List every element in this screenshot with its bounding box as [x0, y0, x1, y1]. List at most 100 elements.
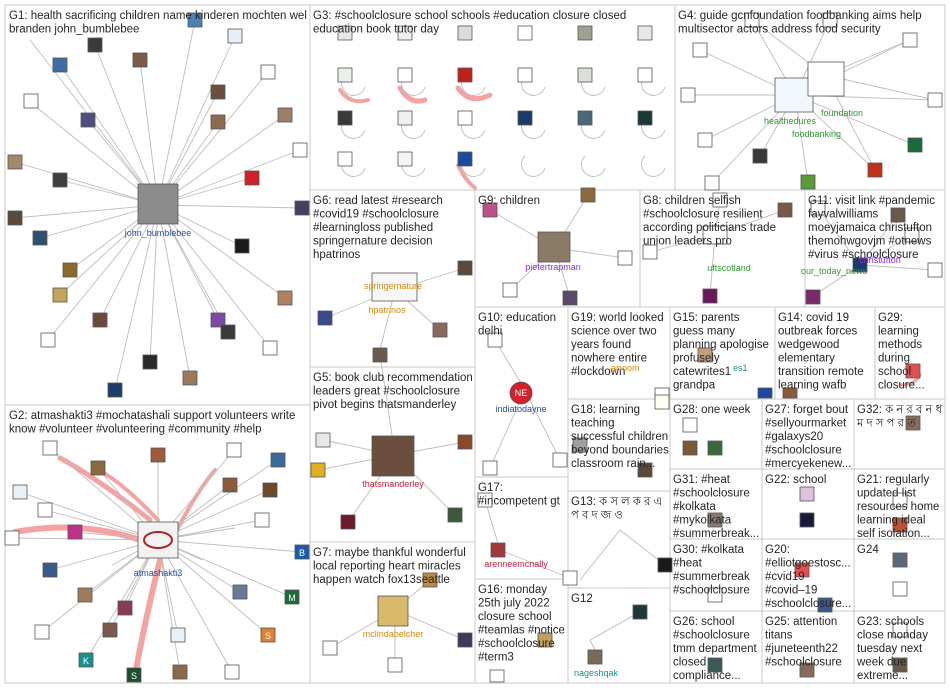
avatar-node[interactable] [372, 347, 388, 363]
avatar-node[interactable] [822, 12, 838, 28]
avatar-node[interactable] [34, 624, 50, 640]
avatar-node[interactable] [337, 25, 353, 41]
avatar-node[interactable] [292, 142, 308, 158]
avatar-node[interactable] [704, 175, 720, 191]
avatar-node[interactable] [310, 462, 326, 478]
avatar-node[interactable] [562, 570, 578, 586]
avatar-node[interactable] [80, 112, 96, 128]
avatar-node[interactable] [77, 587, 93, 603]
avatar-node[interactable] [142, 354, 158, 370]
avatar-node[interactable] [799, 512, 815, 528]
avatar-node[interactable] [632, 604, 648, 620]
avatar-node[interactable] [817, 597, 833, 613]
avatar-node[interactable] [800, 174, 816, 190]
avatar-node[interactable] [752, 148, 768, 164]
avatar-node[interactable] [232, 584, 248, 600]
avatar-node[interactable] [12, 484, 28, 500]
avatar-node[interactable] [757, 387, 773, 399]
avatar-node[interactable] [905, 415, 921, 431]
avatar-node[interactable] [262, 482, 278, 498]
avatar-node[interactable] [517, 67, 533, 83]
avatar-node[interactable] [294, 544, 310, 560]
avatar-node[interactable] [902, 32, 918, 48]
avatar-node[interactable] [654, 394, 670, 410]
avatar-node[interactable] [210, 114, 226, 130]
avatar-node[interactable] [744, 12, 760, 28]
avatar-node[interactable] [432, 322, 448, 338]
avatar-node[interactable] [117, 600, 133, 616]
avatar-node[interactable] [254, 512, 270, 528]
avatar-node[interactable] [577, 25, 593, 41]
avatar-node[interactable] [682, 440, 698, 456]
avatar-node[interactable] [294, 200, 310, 216]
avatar-node[interactable] [707, 657, 723, 673]
avatar-node[interactable] [517, 25, 533, 41]
avatar-node[interactable] [502, 282, 518, 298]
avatar-node[interactable] [537, 632, 553, 648]
avatar-node[interactable] [340, 514, 356, 530]
avatar-node[interactable] [810, 200, 826, 216]
avatar-node[interactable] [867, 162, 883, 178]
avatar-node[interactable] [107, 382, 123, 398]
avatar-node[interactable] [397, 110, 413, 126]
avatar-node[interactable] [337, 67, 353, 83]
avatar-node[interactable] [170, 627, 186, 643]
avatar-node[interactable] [172, 664, 188, 680]
avatar-node[interactable] [642, 244, 658, 260]
avatar-node[interactable] [487, 332, 503, 348]
avatar-node[interactable] [32, 230, 48, 246]
avatar-node[interactable] [397, 151, 413, 167]
avatar-node[interactable] [284, 589, 300, 605]
avatar-node[interactable] [40, 332, 56, 348]
avatar-node[interactable] [244, 170, 260, 186]
avatar-node[interactable] [477, 492, 493, 508]
avatar-node[interactable] [482, 460, 498, 476]
avatar-node[interactable] [490, 542, 506, 558]
avatar-node[interactable] [457, 434, 473, 450]
avatar-node[interactable] [260, 627, 276, 643]
hub-node-indiatodayne[interactable] [509, 381, 533, 405]
avatar-node[interactable] [234, 238, 250, 254]
avatar-node[interactable] [337, 110, 353, 126]
avatar-node[interactable] [892, 552, 908, 568]
avatar-node[interactable] [90, 460, 106, 476]
avatar-node[interactable] [227, 28, 243, 44]
hub-node-mclindabelcher[interactable] [377, 595, 409, 627]
avatar-node[interactable] [52, 172, 68, 188]
avatar-node[interactable] [52, 287, 68, 303]
avatar-node[interactable] [42, 562, 58, 578]
avatar-node[interactable] [680, 87, 696, 103]
avatar-node[interactable] [37, 502, 53, 518]
avatar-node[interactable] [580, 187, 596, 203]
avatar-node[interactable] [782, 387, 798, 399]
avatar-node[interactable] [447, 507, 463, 523]
avatar-node[interactable] [892, 492, 908, 508]
avatar-node[interactable] [182, 370, 198, 386]
avatar-node[interactable] [260, 64, 276, 80]
avatar-node[interactable] [220, 324, 236, 340]
avatar-node[interactable] [777, 202, 793, 218]
avatar-node[interactable] [552, 452, 568, 468]
avatar-node[interactable] [712, 192, 728, 208]
avatar-node[interactable] [457, 151, 473, 167]
avatar-node[interactable] [707, 512, 723, 528]
avatar-node[interactable] [799, 662, 815, 678]
hub-node-pietertrapman[interactable] [537, 231, 571, 263]
avatar-node[interactable] [892, 517, 908, 533]
avatar-node[interactable] [210, 312, 226, 328]
avatar-node[interactable] [697, 132, 713, 148]
avatar-node[interactable] [4, 530, 20, 546]
avatar-node[interactable] [890, 207, 906, 223]
avatar-node[interactable] [617, 250, 633, 266]
avatar-node[interactable] [905, 363, 921, 379]
avatar-node[interactable] [457, 110, 473, 126]
avatar-node[interactable] [322, 640, 338, 656]
avatar-node[interactable] [126, 667, 142, 683]
avatar-node[interactable] [270, 452, 286, 468]
avatar-node[interactable] [692, 42, 708, 58]
avatar-node[interactable] [457, 67, 473, 83]
avatar-node[interactable] [52, 57, 68, 73]
avatar-node[interactable] [78, 652, 94, 668]
avatar-node[interactable] [892, 581, 908, 597]
avatar-node[interactable] [587, 649, 603, 665]
